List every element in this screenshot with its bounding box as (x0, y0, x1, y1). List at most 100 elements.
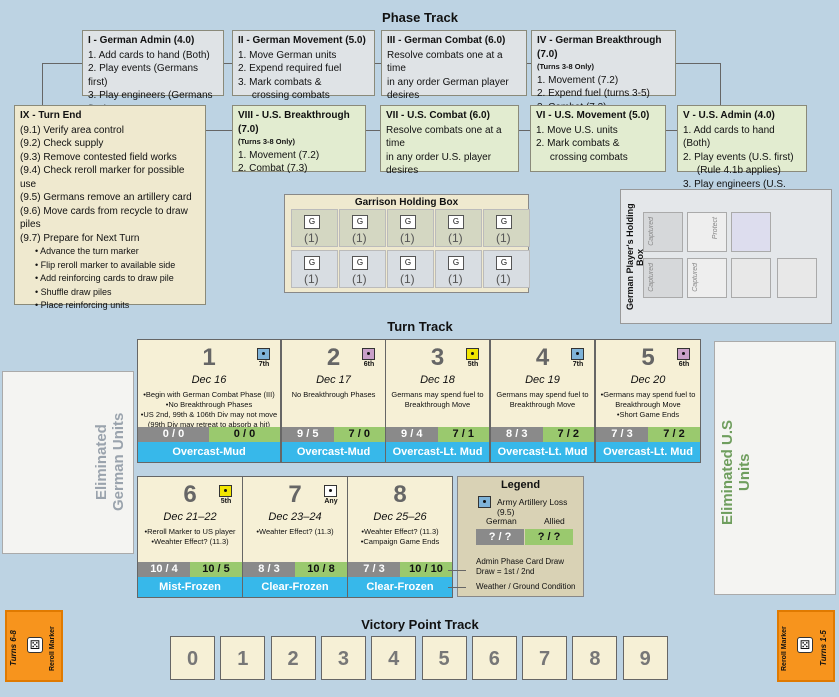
phase-ix-line: • Flip reroll marker to available side (20, 259, 176, 270)
legend-card-draw: Admin Phase Card Draw Draw = 1st / 2nd (476, 557, 564, 577)
artillery-marker-icon (571, 348, 584, 360)
phase-ix-line: (9.4) Check reroll marker for possible u… (20, 165, 185, 190)
protect-slot[interactable]: Protect (687, 212, 727, 252)
vp-space-4[interactable]: 4 (371, 636, 417, 680)
turn-number: 5 (641, 344, 655, 371)
german-card-draw: 10 / 4 (138, 562, 190, 577)
legend-artillery: Army Artillery Loss (9.5) (497, 497, 568, 517)
army-label: 5th (220, 498, 232, 505)
vp-space-0[interactable]: 0 (170, 636, 215, 680)
phase-i-line: 1. Add cards to hand (Both) (88, 49, 210, 61)
turn-date: Dec 21–22 (163, 511, 217, 523)
reroll-marker-right[interactable]: Reroll Marker ⚄ Turns 1-5 (777, 610, 835, 682)
phase-vi-box: VI - U.S. Movement (5.0) 1. Move U.S. un… (530, 105, 666, 172)
turn-note: •US 2nd, 99th & 106th Div may not move (140, 410, 278, 419)
reroll-marker-left[interactable]: Turns 6-8 ⚄ Reroll Marker (5, 610, 63, 682)
weather-condition: Overcast-Mud (282, 442, 385, 462)
turn-number: 4 (535, 344, 550, 371)
garrison-slot[interactable]: G(1) (435, 250, 482, 288)
garrison-slot[interactable]: G(1) (387, 209, 434, 247)
vp-space-9[interactable]: 9 (622, 636, 668, 680)
garrison-slot[interactable]: G(1) (483, 250, 530, 288)
vp-space-5[interactable]: 5 (421, 636, 467, 680)
turn-note: •Weahter Effect? (11.3) (256, 527, 334, 536)
turn-number: 8 (393, 481, 407, 508)
reroll-left-label: Reroll Marker (49, 626, 56, 672)
vp-space-1[interactable]: 1 (220, 636, 266, 680)
vp-space-2[interactable]: 2 (270, 636, 316, 680)
phase-ix-line: (9.2) Check supply (20, 138, 104, 149)
garrison-value: (1) (304, 231, 319, 245)
garrison-slot[interactable]: G(1) (339, 250, 386, 288)
phase-i-line: 2. Play events (Germans first) (88, 63, 199, 88)
garrison-slot[interactable]: G(1) (435, 209, 482, 247)
allied-card-draw: 7 / 2 (542, 427, 594, 442)
captured-slot[interactable]: Captured (643, 258, 683, 298)
phase-iv-line: 2. Expend fuel (turns 3-5) (537, 88, 650, 99)
allied-card-draw: 10 / 5 (190, 562, 242, 577)
garrison-value: (1) (448, 231, 463, 245)
turn-date: Dec 17 (316, 374, 351, 386)
legend-german-value: ? / ? (476, 529, 524, 545)
german-card-draw: 9 / 4 (386, 427, 438, 442)
phase-v-line: (Rule 4.1b applies) (683, 165, 781, 176)
weather-condition: Overcast-Lt. Mud (491, 442, 594, 462)
garrison-slot[interactable]: G(1) (387, 250, 434, 288)
turn-note: No Breakthrough Phases (291, 390, 376, 399)
turn-note: •Weahter Effect? (11.3) (151, 537, 229, 546)
vp-space-7[interactable]: 7 (522, 636, 568, 680)
army-label: 6th (678, 361, 690, 368)
garrison-slot[interactable]: G(1) (483, 209, 530, 247)
phase-vi-line: 1. Move U.S. units (536, 124, 618, 136)
vp-space-8[interactable]: 8 (572, 636, 618, 680)
unit-slot[interactable] (731, 258, 771, 298)
garrison-slot[interactable]: G(1) (291, 209, 338, 247)
phase-ix-line: • Place reinforcing units (20, 300, 130, 310)
german-holding-title: German Player's Holding Box (625, 203, 645, 311)
vp-space-3[interactable]: 3 (320, 636, 366, 680)
garrison-value: (1) (352, 272, 367, 286)
captured-slot[interactable]: Captured (687, 258, 727, 298)
garrison-value: (1) (496, 272, 511, 286)
vp-space-6[interactable]: 6 (471, 636, 517, 680)
turn-date: Dec 23–24 (268, 511, 322, 523)
army-label: 6th (363, 361, 375, 368)
turn-date: Dec 16 (191, 374, 227, 386)
reroll-right-turns: Turns 1-5 (819, 630, 828, 666)
garrison-slot[interactable]: G(1) (291, 250, 338, 288)
phase-viii-box: VIII - U.S. Breakthrough (7.0) (Turns 3-… (232, 105, 366, 174)
flag-slot[interactable] (731, 212, 771, 252)
phase-iii-line: desires (387, 90, 420, 101)
phase-ix-line: (9.5) Germans remove an artillery card (20, 192, 192, 203)
garrison-slot[interactable]: G(1) (339, 209, 386, 247)
phase-ii-line: crossing combats (238, 90, 330, 101)
phase-ix-box: IX - Turn End (9.1) Verify area control … (14, 105, 206, 310)
captured-label: Captured (692, 263, 699, 292)
turn-note: (99th Div may retreat to absorb a hit) (147, 420, 271, 429)
garrison-value: (1) (304, 272, 319, 286)
eliminated-us-box[interactable]: Eliminated U.S Units (714, 341, 836, 595)
eliminated-us-label: Eliminated U.S Units (719, 419, 753, 525)
turn-note: •Begin with German Combat Phase (III) (143, 390, 275, 399)
turn-note: •No Breakthrough Phases (165, 400, 253, 409)
phase-vii-box: VII - U.S. Combat (6.0) Resolve combats … (380, 105, 519, 176)
garrison-value: (1) (400, 272, 415, 286)
turn-date: Dec 20 (630, 374, 666, 386)
captured-slot[interactable]: Captured (643, 212, 683, 252)
eliminated-german-box[interactable]: Eliminated German Units (2, 371, 134, 554)
german-card-draw: 8 / 3 (243, 562, 295, 577)
eliminated-german-label: Eliminated German Units (93, 412, 127, 512)
unit-slot[interactable] (777, 258, 817, 298)
